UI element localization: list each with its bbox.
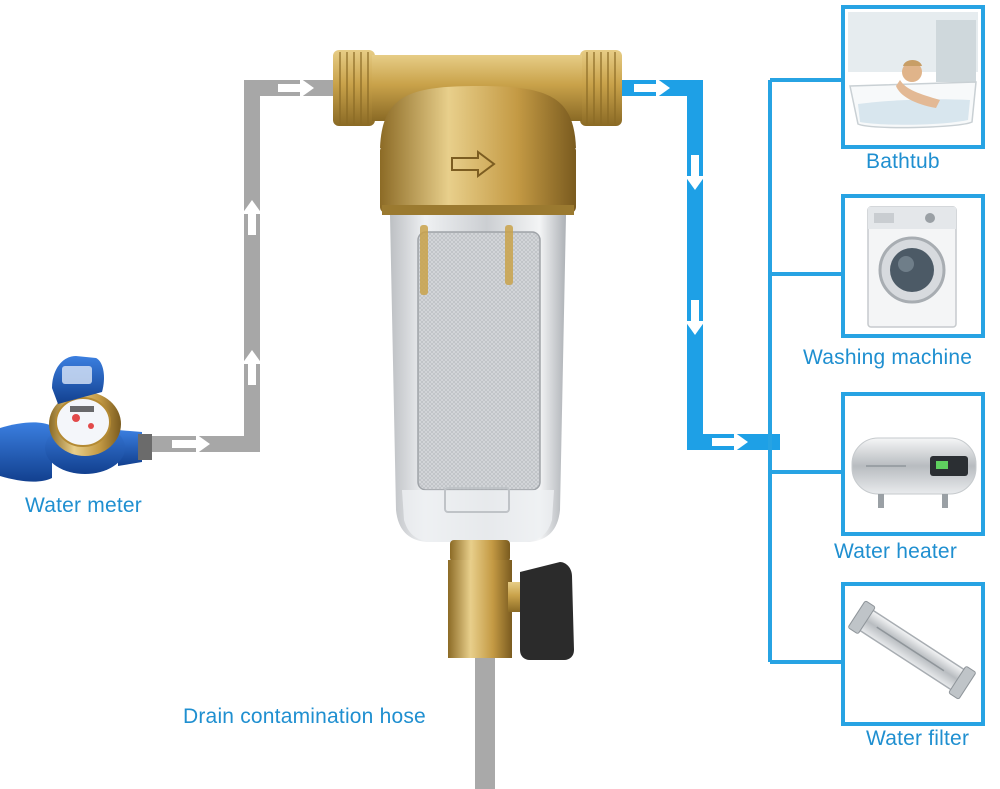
washing-machine-label: Washing machine: [803, 346, 973, 369]
inlet-arrow-up-icon: [242, 200, 262, 385]
washing-machine-icon: [867, 206, 957, 328]
outlet-arrow-right-icon: [634, 78, 670, 98]
water-meter: [0, 356, 152, 482]
water-filter-label: Water filter: [866, 727, 970, 750]
outlet-pipe: [618, 78, 780, 452]
inlet-arrow-right-icon: [172, 434, 210, 454]
distribution-lines: [768, 78, 843, 664]
water-filter-card: [841, 582, 985, 726]
washing-machine-card: [841, 194, 985, 338]
water-filter-icon: [848, 600, 976, 700]
bathtub-label: Bathtub: [866, 150, 940, 173]
bathtub-icon: [848, 12, 978, 129]
inlet-pipe: [145, 78, 338, 454]
water-meter-label: Water meter: [25, 494, 142, 517]
outlet-arrow-right-bottom-icon: [712, 432, 748, 452]
drain-hose: [475, 640, 495, 789]
water-heater-icon: [851, 437, 977, 508]
water-heater-card: [841, 392, 985, 536]
drain-hose-label: Drain contamination hose: [183, 705, 426, 728]
inlet-arrow-right-top-icon: [278, 78, 314, 98]
prefilter-unit: [333, 50, 622, 660]
water-heater-label: Water heater: [834, 540, 958, 563]
drain-valve-handle: [520, 562, 574, 660]
outlet-arrow-down-icon: [685, 155, 705, 335]
bathtub-card: [841, 5, 985, 149]
